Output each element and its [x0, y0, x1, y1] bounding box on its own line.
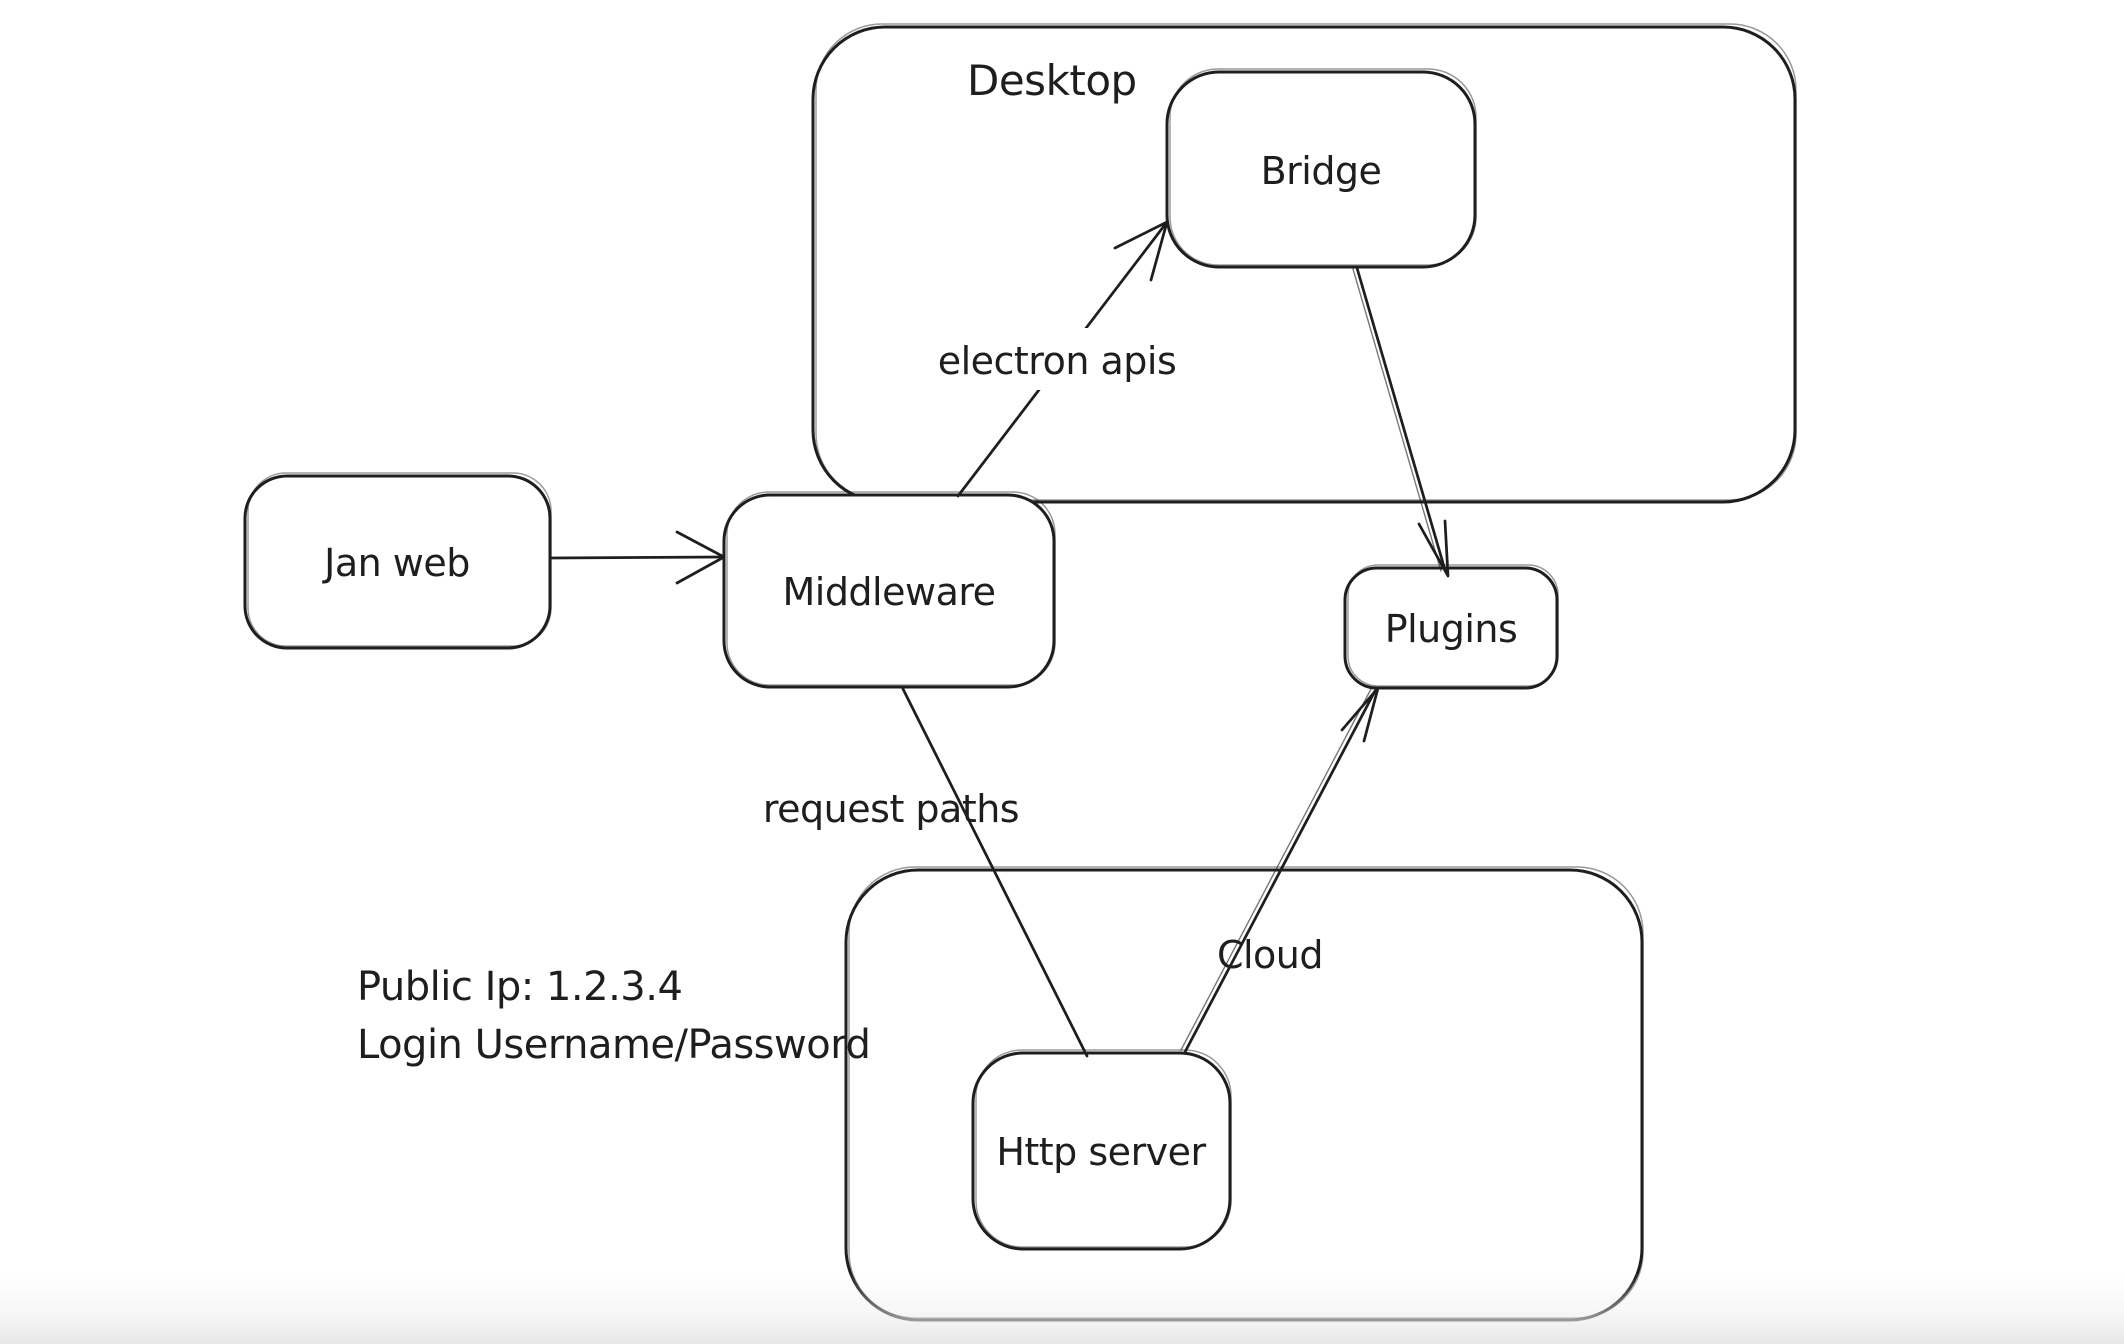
node-bridge: Bridge	[1165, 68, 1477, 269]
middleware-box-sketch	[726, 491, 1056, 686]
middleware-label: Middleware	[782, 570, 995, 614]
electron-apis-label: electron apis	[938, 339, 1177, 383]
request-paths-label: request paths	[763, 787, 1019, 831]
edge-http-server-to-plugins-arrowhead	[1340, 686, 1380, 743]
note: Public Ip: 1.2.3.4 Login Username/Passwo…	[357, 964, 871, 1068]
node-plugins: Plugins	[1343, 564, 1559, 690]
plugins-box-sketch	[1347, 564, 1559, 687]
note-line-2: Login Username/Password	[357, 1022, 870, 1068]
electron-apis-label-backdrop	[915, 328, 1200, 390]
cloud-label: Cloud	[1217, 933, 1323, 977]
nodes: Jan web Middleware Bridge Plugins Http s…	[243, 68, 1559, 1251]
edge-middleware-to-http-server-line	[901, 687, 1089, 1058]
edge-bridge-to-plugins-line	[1355, 266, 1447, 572]
bottom-fade	[0, 1272, 2124, 1344]
desktop-container-box-sketch	[815, 23, 1797, 501]
middleware-box	[722, 493, 1056, 689]
http-server-label: Http server	[996, 1130, 1206, 1174]
plugins-box	[1343, 566, 1559, 690]
edge-bridge-to-plugins-arrowhead	[1417, 519, 1450, 578]
note-line-1: Public Ip: 1.2.3.4	[357, 964, 682, 1010]
bridge-box-sketch	[1169, 68, 1477, 266]
edge-jan-web-to-middleware-line	[549, 555, 724, 560]
edge-middleware-to-bridge: electron apis	[915, 220, 1200, 498]
bridge-box	[1165, 70, 1477, 269]
edge-bridge-to-plugins	[1352, 266, 1450, 578]
edge-bridge-to-plugins-line-sketch	[1352, 268, 1442, 572]
node-http-server: Http server	[971, 1049, 1232, 1251]
edge-http-server-to-plugins-line	[1183, 689, 1377, 1054]
edges: electron apis request paths	[549, 220, 1450, 1058]
http-server-box-sketch	[975, 1049, 1232, 1248]
edge-http-server-to-plugins-line-sketch	[1180, 688, 1372, 1051]
edge-http-server-to-plugins	[1180, 686, 1380, 1054]
desktop-container-box	[811, 25, 1797, 504]
container-labels: Desktop Cloud	[967, 56, 1324, 977]
desktop-container	[811, 23, 1797, 504]
jan-web-box-sketch	[247, 472, 552, 647]
http-server-box	[971, 1051, 1232, 1251]
edge-jan-web-to-middleware	[549, 530, 726, 585]
edge-jan-web-to-middleware-arrowhead	[675, 530, 726, 585]
plugins-label: Plugins	[1385, 607, 1518, 651]
jan-web-label: Jan web	[322, 541, 470, 585]
bridge-label: Bridge	[1261, 149, 1382, 193]
jan-web-box	[243, 474, 552, 650]
node-jan-web: Jan web	[243, 472, 552, 650]
node-middleware: Middleware	[722, 491, 1056, 689]
desktop-label: Desktop	[967, 56, 1137, 105]
edge-middleware-to-http-server: request paths	[763, 687, 1089, 1058]
edge-middleware-to-bridge-arrowhead	[1113, 220, 1169, 282]
